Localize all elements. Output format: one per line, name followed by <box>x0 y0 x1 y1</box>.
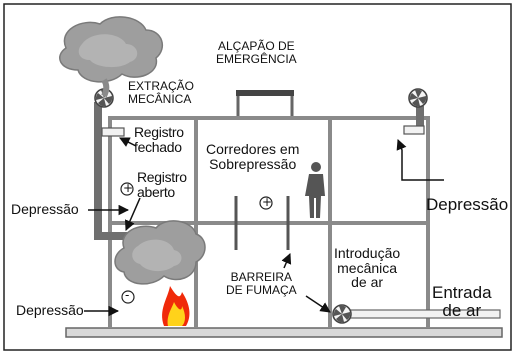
mechanical-extraction-label-line-2: MECÂNICA <box>128 91 192 106</box>
depression-label-right: Depressão <box>426 195 509 214</box>
smoke-barrier-label: BARREIRA DE FUMAÇA <box>226 271 297 296</box>
smoke-barrier <box>234 196 290 250</box>
plus-sign-text: + <box>123 181 134 195</box>
person-icon <box>305 162 325 218</box>
emergency-hatch-label-line-2: EMERGÊNCIA <box>216 51 297 66</box>
mechanical-extraction-label-line-1: EXTRAÇÃO <box>128 79 195 93</box>
open-damper-label-line-1: Registro <box>137 169 187 185</box>
pressurized-corridors-label-line-1: Corredores em <box>206 141 300 157</box>
air-inlet-label-line-2: de ar <box>442 300 482 320</box>
air-inlet-label-line-1: Entrada <box>432 283 492 302</box>
closed-damper-label-line-1: Registro <box>134 124 184 140</box>
mechanical-air-intake-label-line-3: de ar <box>351 274 384 291</box>
smoke-cloud-icon <box>59 16 164 98</box>
smoke-barrier-label-line-2: DE FUMAÇA <box>226 282 297 297</box>
mechanical-extraction-label: EXTRAÇÃO MECÂNICA <box>128 80 194 105</box>
plus-circle-icon <box>259 196 273 210</box>
emergency-hatch-label-line-1: ALÇAPÃO DE <box>217 39 295 53</box>
positive-pressure-sign-corridor: + <box>259 195 273 213</box>
mechanical-air-intake-label-line-2: mecânica <box>337 259 398 276</box>
emergency-hatch-label: ALÇAPÃO DE EMERGÊNCIA <box>216 40 297 65</box>
smoke-barrier-label-line-1: BARREIRA <box>230 270 293 284</box>
diagram-border <box>3 3 512 351</box>
mechanical-air-intake-label: Introdução mecânica de ar <box>334 246 400 290</box>
ground-slab <box>65 327 503 338</box>
closed-damper-label: Registro fechado <box>134 125 184 154</box>
plus-circle-icon <box>120 182 134 196</box>
depression-label-lower-left: Depressão <box>16 302 84 318</box>
emergency-hatch <box>236 90 294 116</box>
fan-icon <box>332 304 352 324</box>
fan-icon <box>94 88 114 108</box>
closed-damper-label-line-2: fechado <box>134 138 182 155</box>
open-damper-label-line-2: aberto <box>137 183 175 200</box>
fire-icon <box>162 286 190 326</box>
extraction-duct <box>94 102 148 240</box>
fan-icon <box>408 88 428 108</box>
right-duct <box>403 106 425 135</box>
depression-label-upper-left: Depressão <box>11 201 79 217</box>
negative-pressure-sign-fire-room: - <box>121 288 135 307</box>
pressurized-corridors-label: Corredores em Sobrepressão <box>206 142 299 171</box>
open-damper-label: Registro aberto <box>137 170 187 199</box>
minus-sign-text: - <box>125 288 130 302</box>
plus-sign-text: + <box>262 195 273 209</box>
smoke-cloud-icon <box>114 220 206 285</box>
air-inlet-label: Entrada de ar <box>432 284 492 320</box>
minus-circle-icon <box>121 290 135 304</box>
arrow-icon <box>84 137 444 317</box>
negative-pressure-sign-upper: + <box>120 181 134 199</box>
pressurized-corridors-label-line-2: Sobrepressão <box>209 155 297 172</box>
mechanical-air-intake-label-line-1: Introdução <box>334 245 401 261</box>
building-structure <box>108 116 430 328</box>
